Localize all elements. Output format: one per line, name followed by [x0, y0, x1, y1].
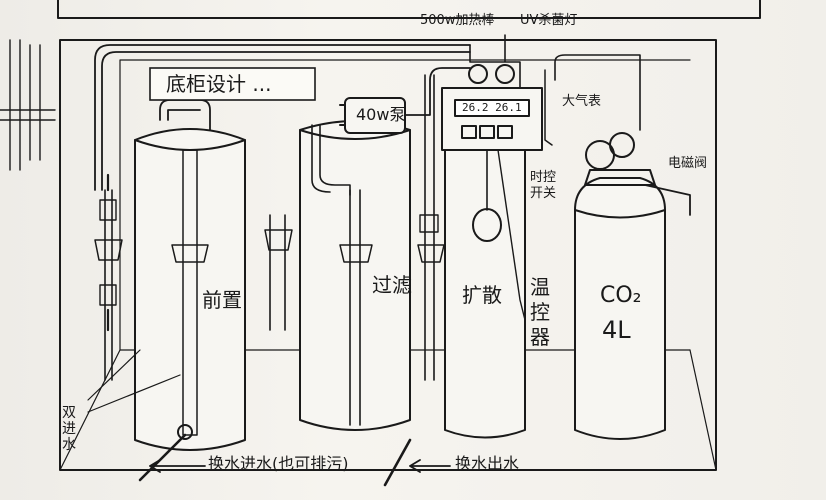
tank-filter	[264, 120, 411, 431]
co2-volume-label: 4L	[602, 316, 631, 344]
pump-40w	[339, 67, 471, 134]
heater-label: 500w加热棒	[420, 13, 495, 28]
title-box	[149, 67, 316, 101]
gauge-label: 大气表	[562, 94, 602, 109]
timer-label: 时控开关	[530, 170, 557, 201]
co2-formula-label: CO₂	[600, 283, 642, 308]
outlet-arrow	[409, 459, 451, 473]
display-readout: 26.2 26.1	[462, 101, 522, 114]
floor-perspective	[59, 349, 717, 471]
diffuser-label: 扩散	[462, 283, 502, 307]
temp-wire	[497, 149, 526, 321]
uv-lamp-label: UV杀菌灯	[520, 13, 578, 28]
filter-label: 过滤	[372, 273, 412, 297]
inlet-valves-left	[94, 173, 123, 381]
tank-pre-filter	[134, 99, 246, 451]
top-pipe-2	[101, 51, 471, 191]
pump-label: 40w泵	[356, 105, 406, 124]
title-label: 底柜设计 ...	[166, 72, 272, 96]
top-pipe-1	[94, 44, 471, 191]
solenoid-label: 电磁阀	[668, 156, 708, 171]
left-wall-pipes	[0, 39, 56, 171]
tank-diffuser	[444, 149, 526, 439]
co2-cylinder	[554, 54, 691, 440]
pre-filter-label: 前置	[202, 288, 242, 312]
bottom-outlets	[138, 433, 412, 487]
inlet-note-label: 换水进水(也可排污)	[208, 454, 349, 473]
temp-controller-label: 温控器	[530, 275, 550, 349]
inlet-leader-lines	[87, 349, 181, 413]
outlet-note-label: 换水出水	[455, 454, 520, 473]
page-border	[57, 0, 761, 19]
middle-valves	[417, 74, 445, 381]
double-inlet-label: 双进水	[62, 405, 76, 454]
inlet-arrow	[149, 459, 206, 473]
control-box	[441, 34, 553, 151]
